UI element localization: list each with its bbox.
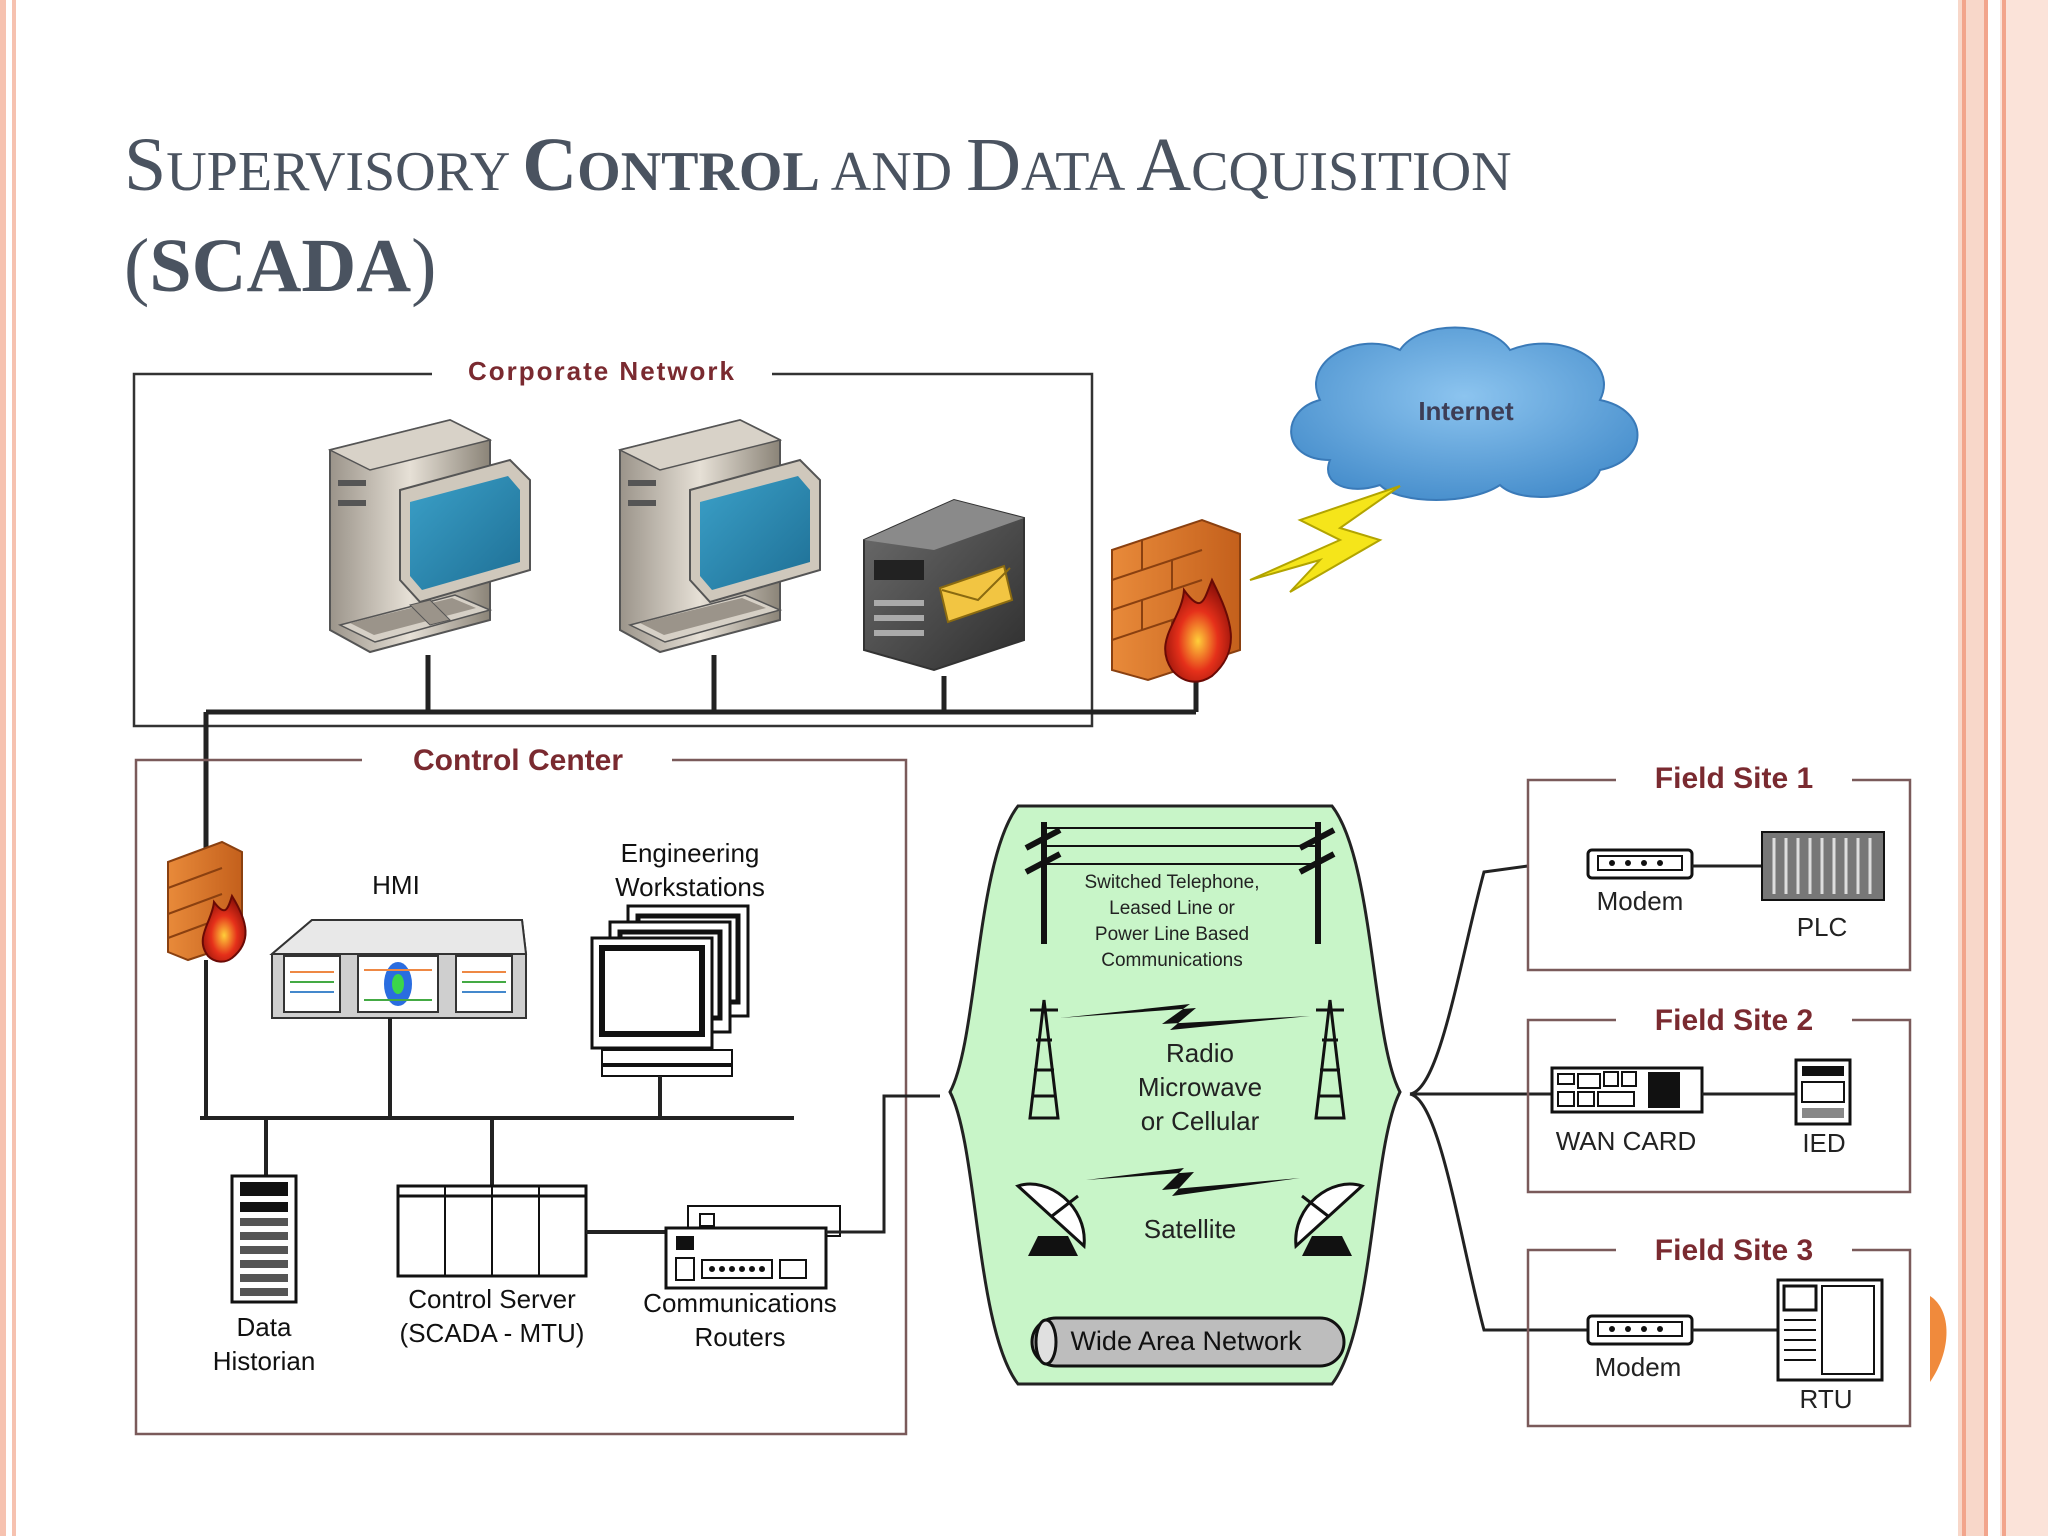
hmi-label: HMI xyxy=(372,870,420,900)
wan-card-icon xyxy=(1550,1066,1704,1114)
telephone-pole-icon xyxy=(1024,822,1062,944)
title-segment: ATA xyxy=(1020,141,1137,203)
field-site-label-bg xyxy=(1616,1000,1852,1040)
control-center-label: Control Center xyxy=(413,744,623,777)
field-site-left-device-label: Modem xyxy=(1595,1352,1682,1382)
control-center-group: Control Center HMI Engineering Workstati… xyxy=(134,740,940,1436)
internet-label: Internet xyxy=(1418,396,1514,426)
slide-orange-tab xyxy=(1930,1296,1947,1382)
wan-telephone-label-3: Power Line Based xyxy=(1095,924,1249,945)
title-segment: D xyxy=(966,123,1021,207)
ied-icon xyxy=(1794,1058,1852,1126)
right-border-outer xyxy=(2000,0,2048,1536)
engineering-label-1: Engineering xyxy=(621,838,760,868)
slide-title: SUPERVISORY CONTROL AND DATA ACQUISITION… xyxy=(124,118,1824,313)
title-segment: C xyxy=(522,123,578,207)
control-server-icon xyxy=(396,1184,588,1278)
corporate-network-group: Corporate Network xyxy=(132,356,1199,852)
title-line-1: SUPERVISORY CONTROL AND DATA ACQUISITION xyxy=(124,123,1512,207)
radio-tower-icon xyxy=(1314,999,1346,1120)
title-segment: S xyxy=(124,123,167,207)
firewall-icon xyxy=(1111,518,1241,683)
desktop-computer-icon xyxy=(617,418,821,654)
hmi-console-icon xyxy=(269,919,528,1019)
lightning-bolt-icon xyxy=(1249,485,1401,593)
field-site-3: Field Site 3 Modem RTU xyxy=(1526,1230,1912,1428)
internet-cloud-icon xyxy=(1290,326,1639,501)
field-site-label: Field Site 2 xyxy=(1655,1004,1813,1037)
satellite-link-bolt xyxy=(1086,1168,1300,1196)
left-border-outer xyxy=(0,0,6,1536)
plc-icon xyxy=(1761,831,1885,901)
right-border-line-2 xyxy=(1984,0,1988,1536)
desktop-computer-icon xyxy=(327,418,531,654)
wan-telephone-label-4: Communications xyxy=(1101,950,1243,971)
field-sites-group: Field Site 1 Modem PLC Field Site 2 xyxy=(1526,760,1912,1428)
radio-link-bolt xyxy=(1060,1004,1310,1030)
rtu-icon xyxy=(1776,1278,1884,1382)
corporate-label-bg xyxy=(432,356,772,392)
right-border-outer-line xyxy=(2002,0,2006,1536)
satellite-dish-icon xyxy=(1015,1182,1086,1256)
field-site-right-device-label: PLC xyxy=(1797,912,1848,942)
wan-pill-end xyxy=(1034,1318,1058,1366)
title-line-2: (SCADA) xyxy=(124,224,437,308)
title-segment: CQUISITION xyxy=(1191,141,1512,203)
wan-to-site1-line xyxy=(1409,864,1529,1096)
modem-icon xyxy=(1586,1314,1694,1346)
routers-label-1: Communications xyxy=(643,1288,837,1318)
data-historian-icon xyxy=(230,1174,298,1304)
field-site-left-device-label: Modem xyxy=(1597,886,1684,916)
historian-label-2: Historian xyxy=(213,1346,316,1376)
title-segment: AND xyxy=(819,141,967,203)
wan-radio-label-1: Radio xyxy=(1166,1038,1234,1068)
mail-server-icon xyxy=(863,498,1025,672)
right-border-line xyxy=(1962,0,1966,1536)
field-site-2: Field Site 2 WAN CARD IED xyxy=(1526,1000,1912,1194)
server-label-1: Control Server xyxy=(408,1284,576,1314)
engineering-label-2: Workstations xyxy=(615,872,765,902)
wan-group: Switched Telephone, Leased Line or Power… xyxy=(948,804,1590,1386)
wan-to-site3-line xyxy=(1409,1092,1590,1332)
field-site-label-bg xyxy=(1616,1230,1852,1270)
field-site-1: Field Site 1 Modem PLC xyxy=(1526,760,1912,972)
wan-radio-label-3: or Cellular xyxy=(1141,1106,1260,1136)
wan-telephone-label-2: Leased Line or xyxy=(1109,898,1235,919)
routers-label-2: Routers xyxy=(694,1322,785,1352)
router-to-wan-line xyxy=(826,1094,940,1234)
wan-radio-label-2: Microwave xyxy=(1138,1072,1262,1102)
title-segment: UPERVISORY xyxy=(166,141,523,203)
engineering-workstation-icon xyxy=(590,904,750,1077)
wan-label-pill xyxy=(1030,1316,1346,1368)
left-border-inner xyxy=(12,0,16,1536)
field-site-left-device-label: WAN CARD xyxy=(1556,1126,1697,1156)
control-center-label-bg xyxy=(362,740,672,780)
title-segment: ONTROL xyxy=(577,141,820,203)
historian-label-1: Data xyxy=(237,1312,292,1342)
wan-satellite-label: Satellite xyxy=(1144,1214,1237,1244)
radio-tower-icon xyxy=(1028,999,1060,1120)
wan-label: Wide Area Network xyxy=(1070,1326,1302,1356)
field-site-right-device-label: IED xyxy=(1802,1128,1845,1158)
communications-router-icon xyxy=(664,1205,841,1290)
modem-icon xyxy=(1586,848,1694,880)
field-site-label: Field Site 3 xyxy=(1655,1234,1813,1267)
satellite-dish-icon xyxy=(1294,1182,1365,1256)
field-site-label-bg xyxy=(1616,760,1852,800)
wan-telephone-label-1: Switched Telephone, xyxy=(1085,872,1260,893)
firewall-icon xyxy=(167,840,247,963)
field-site-right-device-label: RTU xyxy=(1800,1384,1853,1414)
field-site-label: Field Site 1 xyxy=(1655,762,1813,795)
server-label-2: (SCADA - MTU) xyxy=(400,1318,585,1348)
corporate-network-label: Corporate Network xyxy=(468,356,736,386)
title-segment: A xyxy=(1136,123,1192,207)
